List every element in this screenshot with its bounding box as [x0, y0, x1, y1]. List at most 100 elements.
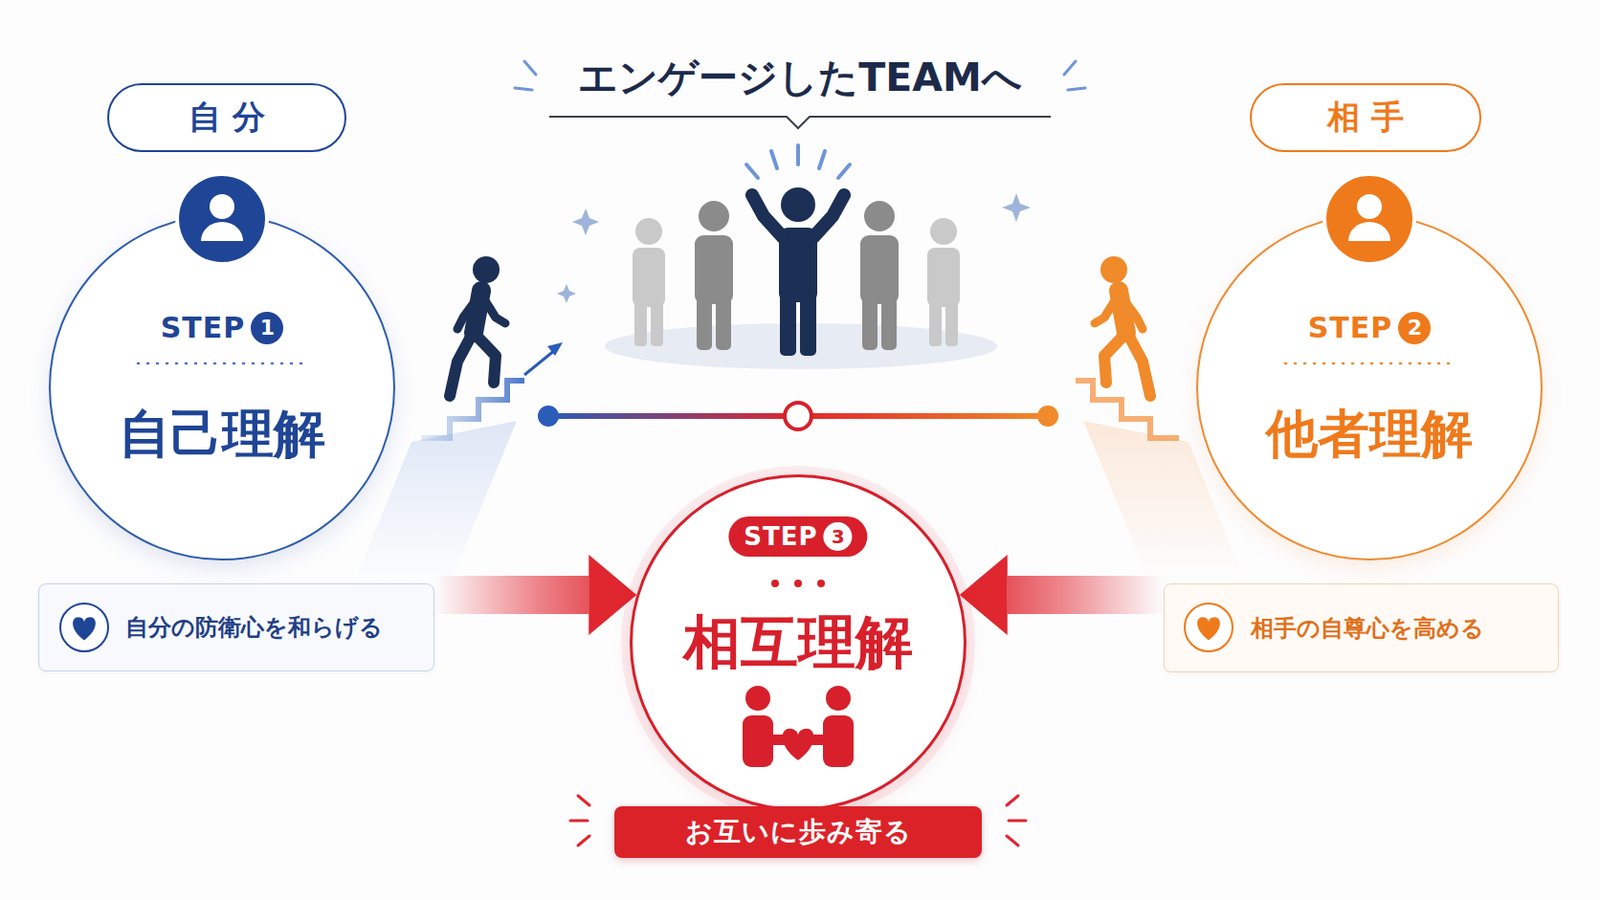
illustration-part [1008, 820, 1026, 823]
illustration-part [556, 284, 577, 304]
illustration-part [1104, 334, 1125, 383]
illustration-part [1128, 334, 1151, 397]
illustration-part [472, 256, 500, 284]
illustration-part [800, 290, 817, 356]
icon-part [771, 579, 779, 588]
icon-part [805, 734, 831, 746]
step-title: 相互理解 [632, 610, 964, 674]
icon-part [822, 715, 854, 768]
step-circle: STEP2 他者理解 [1196, 214, 1543, 561]
illustration-part [930, 218, 957, 245]
illustration-part [1006, 836, 1019, 846]
step-label: STEP2 [1198, 310, 1541, 352]
arrow-shaft [1007, 576, 1164, 615]
icon-part [745, 686, 771, 712]
illustration-part [778, 187, 818, 356]
arrow-shaft [434, 576, 589, 615]
icon-part [771, 579, 825, 588]
illustration-part [421, 256, 563, 439]
illustration-part [838, 164, 850, 178]
step-label: STEP1 [50, 310, 394, 352]
illustration-part [572, 208, 600, 236]
illustration-part [696, 294, 712, 351]
arrow-head [588, 555, 637, 636]
icon-part [1197, 617, 1221, 641]
step-circle: 相互理解 STEP3 [629, 474, 967, 812]
illustration-part [514, 88, 533, 90]
illustration-part [449, 334, 472, 397]
flow-arrow [434, 555, 637, 636]
illustration-part [927, 247, 960, 308]
illustration-part [1075, 380, 1179, 439]
arrow-head [959, 555, 1008, 636]
illustration-part [752, 195, 783, 238]
illustration-part [1094, 294, 1119, 324]
note-box: 自分の防衛心を和らげる [38, 583, 435, 672]
illustration-part [1037, 405, 1059, 427]
illustration-part [864, 200, 895, 232]
step-word: STEP [1308, 311, 1394, 345]
icon-part [825, 686, 851, 712]
action-label: お互いに歩み寄る [685, 814, 912, 851]
step-number: 1 [250, 311, 284, 345]
icon-part [817, 579, 825, 588]
role-label: 自分 [188, 95, 277, 140]
illustration-part [771, 151, 778, 169]
icon-part [1285, 362, 1456, 366]
note-text: 自分の防衛心を和らげる [125, 612, 383, 644]
illustration-part [481, 294, 506, 324]
illustration-part [577, 836, 590, 846]
role-label: 相手 [1327, 95, 1416, 140]
icon-part [742, 686, 854, 768]
note-box: 相手の自尊心を高める [1163, 583, 1559, 673]
step-number: 3 [823, 522, 853, 552]
icon-part [1184, 603, 1233, 652]
illustration-part [547, 342, 563, 356]
illustration-part [421, 380, 525, 439]
step-title: 自己理解 [50, 404, 394, 465]
illustration-part [860, 235, 899, 305]
illustration-part [524, 61, 536, 75]
illustration-part [1067, 88, 1086, 90]
illustration-part [780, 187, 816, 223]
illustration-part [1075, 256, 1179, 439]
step-number: 2 [1398, 311, 1431, 345]
illustration-part [929, 298, 942, 347]
illustration-part [1094, 290, 1151, 397]
illustration-part [813, 195, 845, 238]
icon-part [60, 603, 109, 652]
illustration-part [1064, 61, 1076, 75]
illustration-part [1100, 256, 1128, 284]
icon-part [137, 362, 309, 366]
illustration-part [881, 294, 897, 351]
note-text: 相手の自尊心を高める [1250, 613, 1485, 645]
illustration-part [1001, 193, 1031, 223]
step-title: 他者理解 [1198, 404, 1541, 465]
illustration-part [698, 200, 730, 232]
icon-part [765, 734, 791, 746]
illustration-part [715, 294, 732, 351]
illustration-part [752, 195, 845, 238]
illustration-part [746, 145, 850, 178]
illustration-part [694, 200, 899, 351]
icon-part [782, 729, 815, 761]
illustration-part [1006, 796, 1019, 806]
illustration-part [537, 405, 559, 427]
illustration-part [570, 820, 588, 823]
icon-part [1348, 222, 1391, 242]
icon-part [1356, 194, 1382, 220]
step-badge: STEP3 [728, 516, 867, 557]
illustration-part [524, 350, 556, 376]
illustration-part [796, 145, 800, 165]
icon-part [794, 579, 802, 588]
illustration-part [819, 151, 825, 169]
illustration-part [549, 116, 1051, 129]
icon-part [200, 222, 244, 242]
illustration-part [577, 796, 590, 806]
step-circle: STEP1 自己理解 [48, 214, 396, 561]
illustration-part [449, 290, 506, 397]
illustration-part [862, 294, 878, 351]
illustration-part [457, 296, 479, 330]
